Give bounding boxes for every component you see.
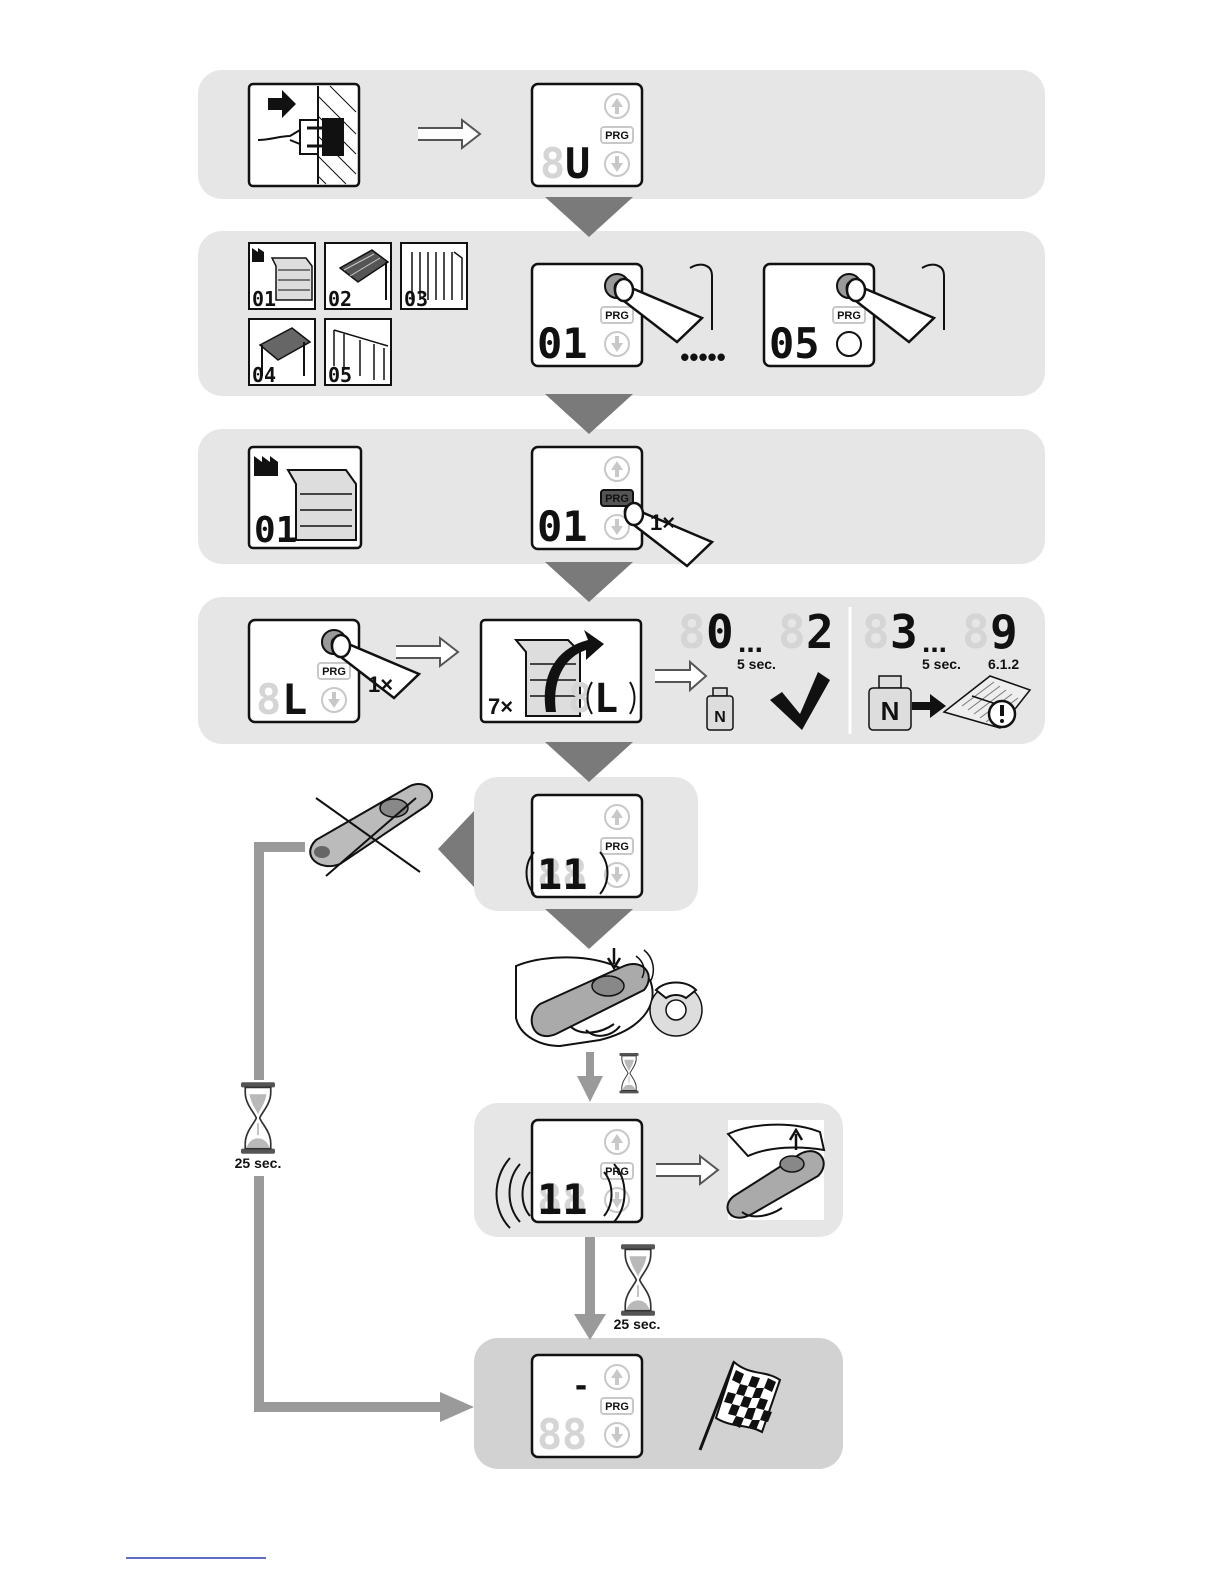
lcd-digits: 01 xyxy=(537,319,588,368)
duration-label: 5 sec. xyxy=(922,656,961,672)
svg-text:N: N xyxy=(714,709,726,726)
remote-button-icon xyxy=(650,983,702,1037)
lcd-digits: 01 xyxy=(537,502,588,551)
ellipsis: ... xyxy=(922,626,947,659)
svg-text:8: 8 xyxy=(562,1410,587,1459)
door-type-04: 04 xyxy=(249,319,315,387)
door-type-01: 01 xyxy=(249,243,315,311)
hourglass-icon xyxy=(621,1244,655,1315)
connector-arrow-left xyxy=(438,811,474,887)
lcd-display-finish: 8 8 - PRG xyxy=(532,1355,642,1459)
prg-label: PRG xyxy=(605,493,629,505)
lcd-display-power: 8 U PRG xyxy=(532,84,642,188)
door-code: 01 xyxy=(252,287,276,311)
door-code: 01 xyxy=(254,510,297,551)
prg-label: PRG xyxy=(605,1401,629,1413)
flow-arrow-down-2 xyxy=(574,1237,606,1340)
result-err-to: 9 xyxy=(990,605,1018,659)
door-travel-icon: 7× 8 L xyxy=(481,620,641,722)
result-ok-from: 0 xyxy=(706,605,734,659)
prg-label: PRG xyxy=(605,841,629,853)
prg-label: PRG xyxy=(837,310,861,322)
svg-text:8: 8 xyxy=(256,675,281,724)
step-panel-finish xyxy=(474,1338,843,1469)
svg-text:8: 8 xyxy=(862,605,890,659)
door-code: 04 xyxy=(252,363,276,387)
door-code: 02 xyxy=(328,287,352,311)
press-count-label: 1× xyxy=(368,672,393,697)
door-code: 03 xyxy=(404,287,428,311)
prg-label: PRG xyxy=(605,1166,629,1178)
door-type-05: 05 xyxy=(325,319,391,387)
connector-arrow-3 xyxy=(545,562,633,602)
svg-text:8: 8 xyxy=(778,605,806,659)
connector-arrow-2 xyxy=(545,394,633,434)
timeout-label: 25 sec. xyxy=(614,1316,661,1332)
prg-label: PRG xyxy=(322,666,346,678)
lcd-display-radio-learn: 8 8 11 PRG xyxy=(527,795,643,899)
section-reference: 6.1.2 xyxy=(988,656,1019,672)
result-err-from: 3 xyxy=(890,605,918,659)
duration-label: 5 sec. xyxy=(737,656,776,672)
timeout-return-path xyxy=(259,847,474,1422)
prg-label: PRG xyxy=(605,130,629,142)
door-type-03: 03 xyxy=(401,243,467,311)
connector-arrow-5 xyxy=(545,909,633,949)
hand-remote-icon xyxy=(516,948,653,1046)
connector-arrow-4 xyxy=(545,742,633,782)
remote-crossed-icon xyxy=(310,784,432,876)
svg-text:N: N xyxy=(881,696,900,726)
svg-text:8: 8 xyxy=(537,1410,562,1459)
hourglass-icon xyxy=(619,1053,638,1093)
flow-arrow-down-1 xyxy=(577,1052,603,1102)
lcd-digits: L xyxy=(282,675,307,724)
hand-remote-release-icon xyxy=(728,1120,824,1220)
timeout-label: 25 sec. xyxy=(235,1155,282,1171)
lcd-digits: U xyxy=(565,139,590,188)
lcd-digits: 11 xyxy=(537,1175,588,1224)
door-type-02: 02 xyxy=(325,243,391,311)
lcd-digits: L xyxy=(594,676,618,722)
press-count-label: 1× xyxy=(650,510,675,535)
plug-icon xyxy=(249,84,359,186)
lcd-digits: 11 xyxy=(537,850,588,899)
svg-text:8: 8 xyxy=(540,139,565,188)
door-code: 05 xyxy=(328,363,352,387)
warning-icon xyxy=(989,701,1015,727)
sequence-dots: ••••• xyxy=(680,342,726,372)
lcd-digits: - xyxy=(572,1369,590,1404)
ellipsis: ... xyxy=(738,626,763,659)
svg-text:8: 8 xyxy=(962,605,990,659)
door-type-selected: 01 xyxy=(249,447,361,551)
result-ok-to: 2 xyxy=(806,605,834,659)
hourglass-icon xyxy=(241,1082,275,1153)
svg-text:8: 8 xyxy=(678,605,706,659)
press-count-label: 7× xyxy=(488,694,513,719)
prg-label: PRG xyxy=(605,310,629,322)
lcd-digits: 05 xyxy=(769,319,820,368)
